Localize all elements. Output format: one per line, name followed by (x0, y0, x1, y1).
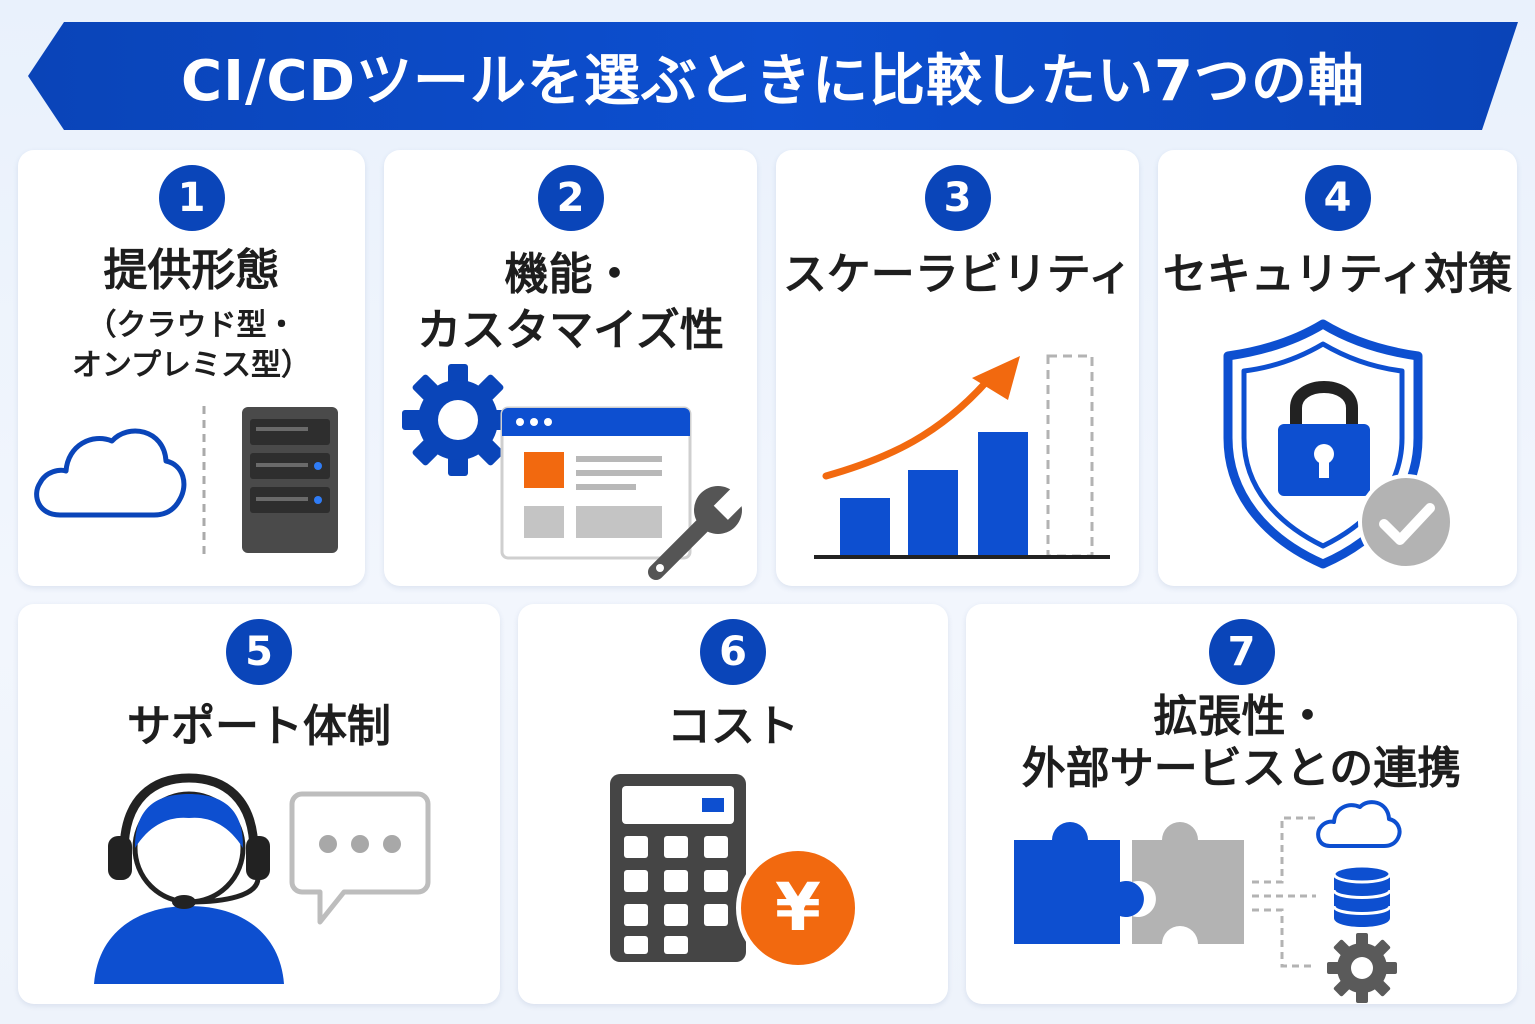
axis-title: 拡張性・ (1153, 691, 1330, 742)
axis-title: コスト (667, 701, 799, 752)
axis-number-badge: 6 (700, 619, 766, 685)
axis-card-1: 1 提供形態 （クラウド型・ オンプレミス型） (18, 150, 365, 586)
axis-subtitle: （クラウド型・ (86, 308, 297, 343)
database-icon (1332, 864, 1392, 927)
wrench-icon (648, 484, 750, 580)
headset-person-icon (94, 773, 284, 984)
bar-chart-icon (814, 354, 1110, 559)
currency-symbol: ¥ (775, 869, 821, 946)
chat-bubble-icon (289, 791, 431, 925)
divider (202, 406, 206, 556)
axis-card-2: 2 機能・ カスタマイズ性 (384, 150, 757, 586)
server-icon (242, 407, 338, 553)
calculator-icon (610, 774, 746, 962)
axis-number-badge: 4 (1304, 165, 1371, 231)
axis-card-4: 4 セキュリティ対策 (1158, 150, 1517, 586)
axis-card-5: 5 サポート体制 (18, 604, 500, 1004)
browser-window-icon (500, 406, 692, 560)
axis-title: 機能・ (504, 249, 637, 300)
axis-card-7: 7 拡張性・ 外部サービスとの連携 (966, 604, 1517, 1004)
gear-icon (1327, 933, 1397, 1003)
connector-lines (1252, 816, 1316, 968)
axis-title: カスタマイズ性 (417, 305, 724, 356)
padlock-icon (1278, 381, 1370, 496)
axis-title: サポート体制 (127, 701, 391, 752)
axis-number-badge: 5 (226, 619, 292, 685)
cloud-icon (1316, 800, 1402, 848)
axis-number-badge: 3 (924, 165, 991, 231)
axis-card-3: 3 スケーラビリティ (776, 150, 1139, 586)
checkmark-icon (1358, 474, 1454, 570)
cloud-icon (34, 428, 187, 518)
yen-coin-icon (736, 846, 860, 970)
axis-title: スケーラビリティ (782, 249, 1133, 300)
page-title: CI/CDツールを選ぶときに比較したい7つの軸 (181, 48, 1365, 114)
puzzle-piece-icon (1014, 822, 1244, 944)
axis-title: 提供形態 (103, 245, 280, 296)
title-banner (28, 22, 1518, 130)
gear-icon (402, 364, 514, 476)
axis-title: セキュリティ対策 (1162, 249, 1513, 300)
axis-title: 外部サービスとの連携 (1021, 743, 1462, 794)
axis-number-badge: 1 (158, 165, 225, 231)
axis-card-6: 6 コスト ¥ (518, 604, 948, 1004)
growth-arrow-icon (822, 356, 1020, 480)
axis-subtitle: オンプレミス型） (71, 348, 312, 383)
axis-number-badge: 2 (537, 165, 604, 231)
axis-number-badge: 7 (1208, 619, 1275, 685)
